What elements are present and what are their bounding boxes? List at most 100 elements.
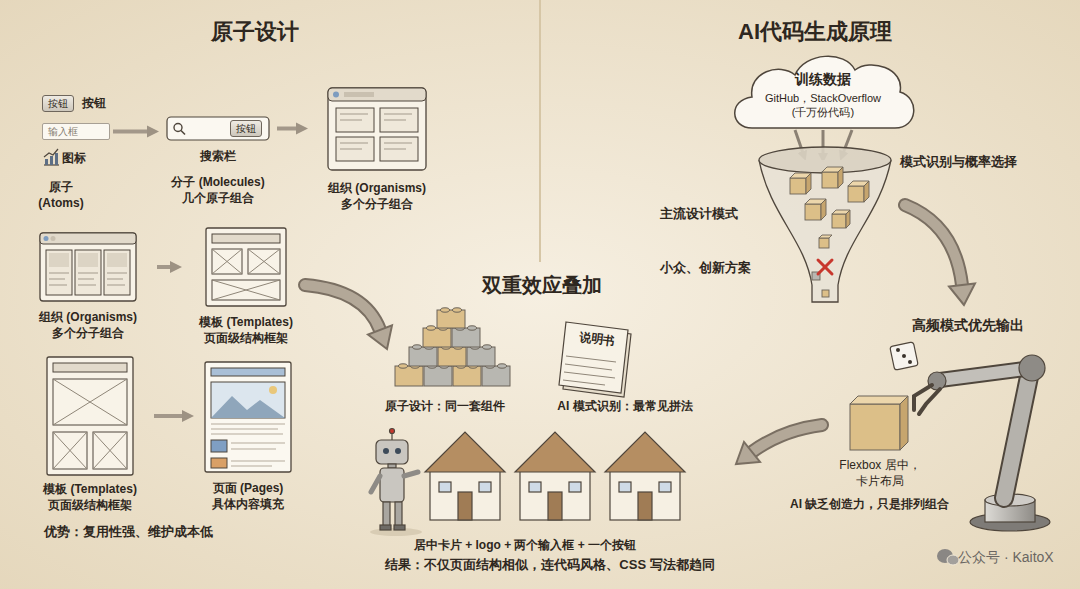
big-arrow: [905, 205, 962, 285]
houses: [425, 432, 685, 520]
organism-wireframe: [333, 92, 339, 98]
robot: [383, 502, 390, 526]
code-box: [850, 404, 900, 450]
robot: [383, 448, 389, 454]
page-mockup: [211, 368, 285, 376]
wechat-icon: [937, 549, 959, 565]
node-heading: 训练数据: [755, 70, 891, 88]
code-cubes: [822, 172, 838, 188]
section-title: 双重效应叠加: [457, 272, 627, 298]
robot: [404, 472, 418, 476]
lego-pile: [395, 366, 423, 386]
code-box: [900, 396, 908, 450]
code-cubes: [805, 204, 821, 220]
figure-frame: [205, 362, 291, 472]
robot: [371, 476, 380, 492]
code-cubes: [838, 167, 843, 188]
big-arrow: [736, 442, 760, 464]
lego-pile: [399, 364, 408, 368]
big-arrow: [905, 205, 975, 305]
big-arrow: [905, 205, 962, 285]
robot: [390, 429, 395, 434]
organism-wireframe: [328, 88, 426, 170]
wireframe-figure: 模板 (Templates) 页面级结构框架: [29, 357, 151, 513]
reject-cross: [818, 260, 832, 274]
page-mockup: [231, 443, 285, 449]
input-atom: 输入框: [42, 123, 110, 140]
cloud-shape: [735, 56, 914, 128]
chart-icon: [44, 149, 59, 165]
houses: [569, 482, 581, 492]
node-heading: 输入框: [48, 125, 78, 138]
organism-wireframe: [49, 253, 69, 267]
lego-pile: [423, 328, 451, 347]
funnel: [759, 160, 891, 302]
step-label: 主流设计模式: [660, 206, 738, 223]
robot-arm: [940, 368, 1032, 380]
houses: [659, 482, 671, 492]
page-mockup: [211, 440, 227, 452]
robot-claw: [914, 385, 940, 414]
code-cubes: [864, 181, 869, 202]
lego-pile: [483, 345, 492, 349]
flow-arrow: [154, 414, 182, 418]
dice: [896, 348, 900, 352]
robot: [376, 440, 408, 464]
box-caption: Flexbox 居中，卡片布局: [830, 458, 930, 489]
page-mockup: [211, 382, 285, 418]
template-wireframe: [212, 234, 280, 243]
dice: [902, 354, 906, 358]
figure-frame: [47, 357, 133, 475]
template-wireframe: [53, 363, 127, 372]
code-cubes: [848, 186, 864, 202]
template-wireframe: [53, 379, 127, 469]
robot: [395, 448, 401, 454]
advantage-note: 优势：复用性强、维护成本低: [44, 524, 213, 541]
template-wireframe: [47, 357, 133, 475]
search-bar-frame: [181, 131, 185, 135]
search-bar-frame: [167, 117, 269, 140]
wireframe-figure: 页面 (Pages) 具体内容填充: [197, 362, 299, 512]
page-mockup: [211, 424, 285, 434]
houses: [458, 492, 472, 520]
lego-pile: [453, 366, 481, 386]
code-box: [850, 396, 908, 450]
figure-caption: 组织 (Organisms) 多个分子组合: [22, 309, 154, 341]
page-mockup: [205, 362, 291, 472]
lego-pile: [409, 347, 437, 366]
code-cubes: [822, 290, 829, 297]
robot: [380, 468, 404, 502]
lego-pile: [498, 364, 507, 368]
big-arrow: [305, 285, 380, 330]
big-arrow: [305, 285, 392, 349]
lego-pile: [413, 345, 422, 349]
atom-label: 按钮: [82, 96, 106, 112]
result-detail: 居中卡片 + logo + 两个输入框 + 一个按钮: [395, 538, 655, 554]
houses: [425, 432, 505, 472]
figure-label: 搜索栏: [162, 148, 274, 164]
figure-caption: 组织 (Organisms) 多个分子组合: [311, 180, 443, 212]
page-mockup: [205, 362, 291, 472]
manual-booklet: [559, 322, 631, 397]
figure-caption: 模板 (Templates) 页面级结构框架: [29, 481, 151, 513]
big-arrow: [736, 425, 822, 464]
figure-caption: 模板 (Templates) 页面级结构框架: [185, 314, 307, 346]
lego-pile: [468, 326, 477, 330]
figure-frame: [206, 228, 286, 306]
reject-cross: [818, 260, 832, 274]
page-mockup: [269, 386, 277, 394]
robot-claw: [919, 389, 940, 414]
robot-arm: [940, 368, 1032, 380]
lego-pile: [452, 328, 480, 347]
houses: [430, 470, 500, 520]
dice: [890, 342, 918, 370]
section-title: AI代码生成原理: [715, 18, 915, 47]
template-wireframe: [212, 249, 280, 300]
reject-cross: [818, 260, 832, 274]
flow-arrow: [113, 130, 147, 134]
page-mockup: [211, 458, 227, 468]
page-mockup: [211, 396, 285, 418]
organism-wireframe: [51, 236, 56, 241]
